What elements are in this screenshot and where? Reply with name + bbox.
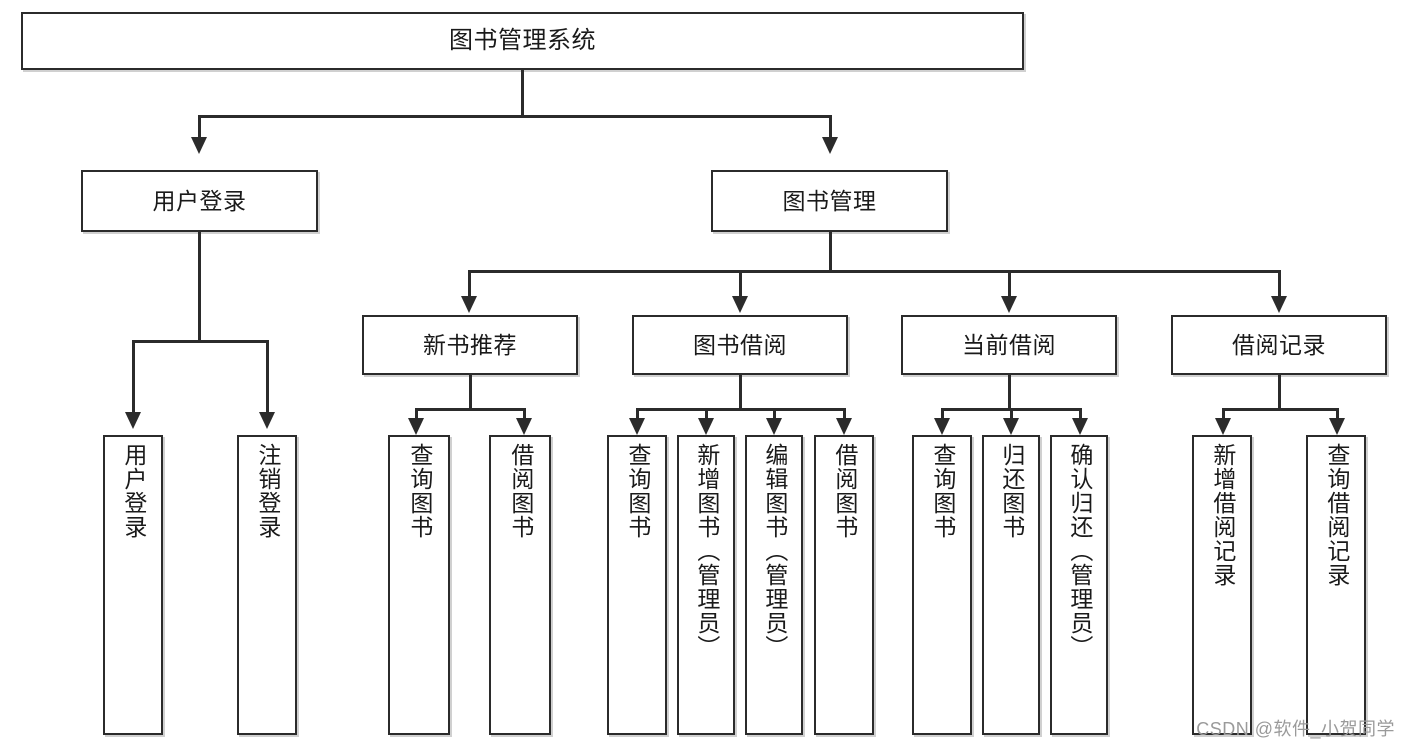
arrowhead-leaf-edit-book xyxy=(766,418,782,435)
node-current-borrowing[interactable]: 当前借阅 xyxy=(901,315,1117,375)
node-label: 查询图书 xyxy=(624,443,651,539)
node-leaf-return-book[interactable]: 归还图书 xyxy=(982,435,1040,735)
node-leaf-borrow-book-1[interactable]: 借阅图书 xyxy=(489,435,551,735)
arrowhead-leaf-query-book-1 xyxy=(408,418,424,435)
node-leaf-query-book-2[interactable]: 查询图书 xyxy=(607,435,667,735)
connector-to-leaf-add-book xyxy=(705,408,708,420)
arrowhead-leaf-borrow-book-2 xyxy=(836,418,852,435)
connector-book-manage-bus xyxy=(468,270,1280,273)
node-leaf-confirm-return[interactable]: 确认归还（管理员） xyxy=(1050,435,1108,735)
arrowhead-leaf-add-book xyxy=(698,418,714,435)
arrowhead-current-borrow xyxy=(1001,296,1017,313)
arrowhead-new-book-rec xyxy=(461,296,477,313)
arrowhead-leaf-query-book-3 xyxy=(934,418,950,435)
arrowhead-book-manage xyxy=(822,137,838,154)
arrowhead-borrow-record xyxy=(1271,296,1287,313)
connector-book-manage-stem xyxy=(829,232,832,272)
connector-borrow-record-bus xyxy=(1222,408,1339,411)
connector-book-borrow-stem xyxy=(739,375,742,410)
node-leaf-query-book-1[interactable]: 查询图书 xyxy=(388,435,450,735)
connector-user-login-stem xyxy=(198,232,201,342)
arrowhead-leaf-add-record xyxy=(1215,418,1231,435)
node-leaf-user-login[interactable]: 用户登录 xyxy=(103,435,163,735)
node-label: 新增图书（管理员） xyxy=(693,443,720,659)
connector-to-leaf-return-book xyxy=(1010,408,1013,420)
node-label: 编辑图书（管理员） xyxy=(761,443,788,659)
arrowhead-leaf-return-book xyxy=(1003,418,1019,435)
connector-to-book-borrow xyxy=(739,270,742,298)
node-leaf-query-book-3[interactable]: 查询图书 xyxy=(912,435,972,735)
connector-to-leaf-query-record xyxy=(1336,408,1339,420)
connector-to-current-borrow xyxy=(1008,270,1011,298)
connector-to-leaf-borrow-book-2 xyxy=(843,408,846,420)
connector-to-leaf-user-login xyxy=(132,340,135,413)
node-book-management-system[interactable]: 图书管理系统 xyxy=(21,12,1024,70)
arrowhead-leaf-user-logout xyxy=(259,412,275,429)
arrowhead-leaf-user-login xyxy=(125,412,141,429)
node-label: 查询图书 xyxy=(406,443,433,539)
connector-to-leaf-query-book-1 xyxy=(415,408,418,420)
node-label: 借阅记录 xyxy=(1232,331,1326,358)
node-label: 借阅图书 xyxy=(507,443,534,539)
arrowhead-leaf-query-book-2 xyxy=(629,418,645,435)
arrowhead-leaf-borrow-book-1 xyxy=(516,418,532,435)
connector-new-book-rec-bus xyxy=(415,408,526,411)
connector-to-leaf-query-book-3 xyxy=(941,408,944,420)
connector-root-to-book-manage xyxy=(829,115,832,139)
arrowhead-leaf-confirm-return xyxy=(1072,418,1088,435)
node-label: 图书管理系统 xyxy=(449,27,596,55)
connector-book-borrow-bus xyxy=(636,408,846,411)
node-leaf-add-record[interactable]: 新增借阅记录 xyxy=(1192,435,1252,735)
node-label: 图书管理 xyxy=(782,187,877,214)
node-label: 注销登录 xyxy=(254,443,281,539)
node-new-book-recommendation[interactable]: 新书推荐 xyxy=(362,315,578,375)
connector-current-borrow-stem xyxy=(1008,375,1011,410)
connector-to-leaf-query-book-2 xyxy=(636,408,639,420)
connector-user-login-bus xyxy=(132,340,268,343)
node-label: 新增借阅记录 xyxy=(1209,443,1236,587)
node-label: 新书推荐 xyxy=(423,331,517,358)
connector-root-to-user-login xyxy=(198,115,201,139)
node-book-management[interactable]: 图书管理 xyxy=(711,170,948,232)
connector-root-stem xyxy=(521,70,524,116)
arrowhead-user-login xyxy=(191,137,207,154)
node-label: 归还图书 xyxy=(998,443,1025,539)
node-label: 确认归还（管理员） xyxy=(1066,443,1093,659)
connector-borrow-record-stem xyxy=(1278,375,1281,410)
connector-to-leaf-confirm-return xyxy=(1079,408,1082,420)
node-label: 用户登录 xyxy=(152,187,247,214)
node-borrowing-record[interactable]: 借阅记录 xyxy=(1171,315,1387,375)
connector-root-bus xyxy=(198,115,832,118)
connector-to-leaf-user-logout xyxy=(266,340,269,413)
connector-new-book-rec-stem xyxy=(469,375,472,410)
node-leaf-query-record[interactable]: 查询借阅记录 xyxy=(1306,435,1366,735)
node-user-login[interactable]: 用户登录 xyxy=(81,170,318,232)
arrowhead-leaf-query-record xyxy=(1329,418,1345,435)
connector-to-new-book-rec xyxy=(468,270,471,298)
connector-to-leaf-edit-book xyxy=(773,408,776,420)
node-label: 查询图书 xyxy=(929,443,956,539)
node-label: 当前借阅 xyxy=(962,331,1056,358)
node-label: 图书借阅 xyxy=(693,331,787,358)
node-label: 查询借阅记录 xyxy=(1323,443,1350,587)
node-leaf-borrow-book-2[interactable]: 借阅图书 xyxy=(814,435,874,735)
node-label: 借阅图书 xyxy=(831,443,858,539)
connector-to-leaf-borrow-book-1 xyxy=(523,408,526,420)
node-book-borrowing[interactable]: 图书借阅 xyxy=(632,315,848,375)
node-leaf-add-book[interactable]: 新增图书（管理员） xyxy=(677,435,735,735)
connector-to-borrow-record xyxy=(1278,270,1281,298)
node-leaf-edit-book[interactable]: 编辑图书（管理员） xyxy=(745,435,803,735)
node-label: 用户登录 xyxy=(120,443,147,539)
arrowhead-book-borrow xyxy=(732,296,748,313)
node-leaf-user-logout[interactable]: 注销登录 xyxy=(237,435,297,735)
connector-to-leaf-add-record xyxy=(1222,408,1225,420)
